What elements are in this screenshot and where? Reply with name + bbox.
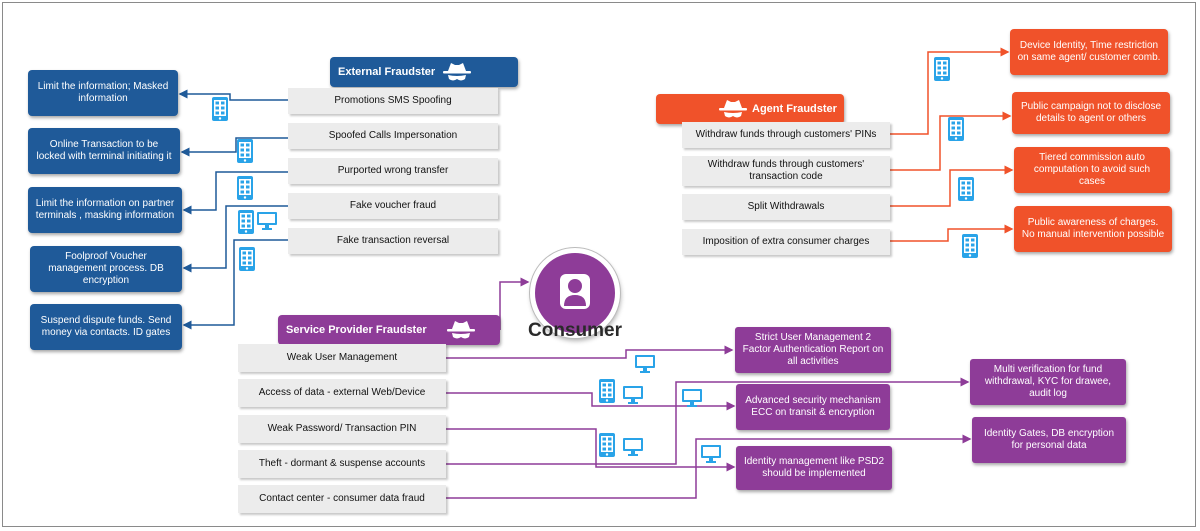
provider-threat-5: Contact center - consumer data fraud (238, 485, 446, 513)
user-icon (560, 274, 590, 309)
mobile-phone-icon (238, 246, 256, 277)
desktop-monitor-icon (681, 388, 703, 413)
provider-threat-3: Weak Password/ Transaction PIN (238, 415, 446, 443)
agent-mitigation-3: Tiered commission auto computation to av… (1014, 147, 1170, 193)
mobile-phone-icon (237, 209, 255, 240)
external-threat-4: Fake voucher fraud (288, 193, 498, 219)
mobile-phone-icon (961, 233, 979, 264)
external-mitigation-5: Suspend dispute funds. Send money via co… (30, 304, 182, 350)
external-fraudster-header: External Fraudster (330, 57, 518, 87)
external-mitigation-1: Limit the information; Masked informatio… (28, 70, 178, 116)
provider-mitigation-1: Strict User Management 2 Factor Authenti… (735, 327, 891, 373)
mobile-phone-icon (598, 378, 616, 409)
agent-threat-3: Split Withdrawals (682, 194, 890, 220)
external-mitigation-2: Online Transaction to be locked with ter… (28, 128, 180, 174)
agent-mitigation-4: Public awareness of charges. No manual i… (1014, 206, 1172, 252)
provider-mitigation-2: Multi verification for fund withdrawal, … (970, 359, 1126, 405)
desktop-monitor-icon (622, 437, 644, 462)
agent-threat-1: Withdraw funds through customers' PINs (682, 122, 890, 148)
agent-threat-4: Imposition of extra consumer charges (682, 229, 890, 255)
fraudster-hat-icon (443, 63, 471, 81)
service-provider-fraudster-title: Service Provider Fraudster (286, 324, 427, 336)
mobile-phone-icon (598, 432, 616, 463)
desktop-monitor-icon (634, 354, 656, 379)
mobile-phone-icon (211, 96, 229, 127)
provider-mitigation-5: Identity management like PSD2 should be … (736, 446, 892, 490)
consumer-label: Consumer (528, 320, 622, 341)
provider-threat-2: Access of data - external Web/Device (238, 379, 446, 407)
mobile-phone-icon (933, 56, 951, 87)
agent-mitigation-1: Device Identity, Time restriction on sam… (1010, 29, 1168, 75)
agent-fraudster-header: Agent Fraudster (656, 94, 844, 124)
provider-mitigation-4: Identity Gates, DB encryption for person… (972, 417, 1126, 463)
external-threat-1: Promotions SMS Spoofing (288, 88, 498, 114)
desktop-monitor-icon (622, 385, 644, 410)
external-mitigation-3: Limit the information on partner termina… (28, 187, 182, 233)
provider-threat-4: Theft - dormant & suspense accounts (238, 450, 446, 478)
service-provider-fraudster-header: Service Provider Fraudster (278, 315, 500, 345)
external-threat-3: Purported wrong transfer (288, 158, 498, 184)
external-mitigation-4: Foolproof Voucher management process. DB… (30, 246, 182, 292)
fraudster-hat-icon (719, 100, 747, 118)
external-threat-2: Spoofed Calls Impersonation (288, 123, 498, 149)
external-fraudster-title: External Fraudster (338, 66, 436, 78)
consumer-circle (530, 248, 620, 338)
desktop-monitor-icon (700, 444, 722, 469)
external-threat-5: Fake transaction reversal (288, 228, 498, 254)
provider-threat-1: Weak User Management (238, 344, 446, 372)
provider-mitigation-3: Advanced security mechanism ECC on trans… (736, 384, 890, 430)
desktop-monitor-icon (256, 211, 278, 236)
mobile-phone-icon (236, 175, 254, 206)
agent-threat-2: Withdraw funds through customers' transa… (682, 156, 890, 186)
mobile-phone-icon (957, 176, 975, 207)
mobile-phone-icon (236, 138, 254, 169)
agent-mitigation-2: Public campaign not to disclose details … (1012, 92, 1170, 134)
agent-fraudster-title: Agent Fraudster (752, 103, 837, 115)
mobile-phone-icon (947, 116, 965, 147)
fraudster-hat-icon (447, 321, 475, 339)
